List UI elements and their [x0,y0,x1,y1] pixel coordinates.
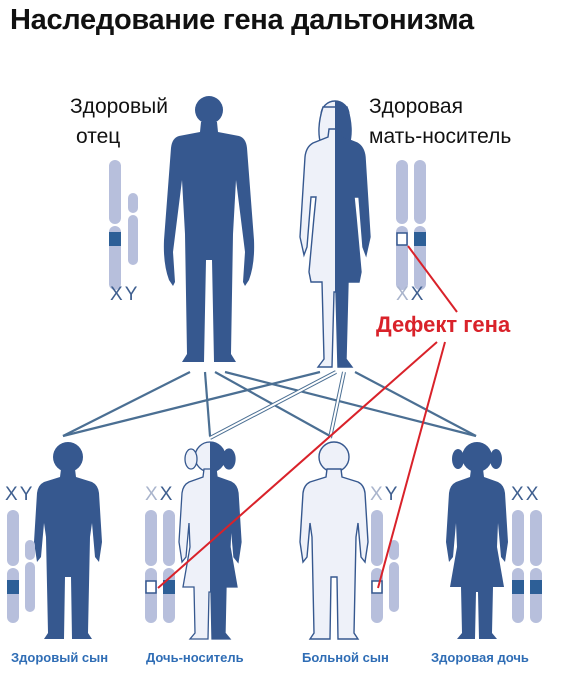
line-father-daughter [224,370,477,438]
child-label-healthy-daughter: Здоровая дочь [431,650,529,665]
page-title: Наследование гена дальтонизма [10,4,474,36]
father-figure [163,96,255,362]
sickson-xy: XY [370,484,400,505]
line-mother-daughter [354,371,477,437]
line-father-son [62,371,191,437]
child-healthy-son-figure [34,442,102,639]
sickson-defect-marker [371,580,383,594]
father-xy: XY [110,284,140,305]
father-label-line1: Здоровый [70,95,168,118]
child-healthy-daughter-figure [446,442,508,639]
mother-defect-marker [396,232,408,246]
defect-lines-white [209,370,346,440]
mother-figure [299,100,371,368]
line-father-carrier [203,371,212,437]
defect-label: Дефект гена [376,312,511,337]
child-label-sick-son: Больной сын [302,650,389,665]
son1-xy: XY [5,484,35,505]
defect-pointer-lines [157,245,458,589]
mother-chromosomes [396,160,426,290]
daughter2-xx: XX [511,484,541,505]
child-label-healthy-son: Здоровый сын [11,650,109,665]
carrier-chromosomes [145,510,175,623]
father-chromosomes [109,160,138,290]
father-label: Здоровый отец [70,92,168,152]
line-mother-son [62,370,321,438]
father-label-line2: отец [76,125,121,148]
mother-label-line2: мать-носитель [369,125,512,148]
mother-label: Здоровая мать-носитель [369,92,511,152]
son1-chromosomes [7,510,35,623]
daughter2-chromosomes [512,510,542,623]
inheritance-lines [62,370,477,438]
sickson-chromosomes [371,510,399,623]
carrier-defect-marker [145,580,157,594]
child-sick-son-figure [299,441,369,640]
carrier-xx: XX [145,484,175,505]
child-label-carrier-daughter: Дочь-носитель [146,650,244,665]
mother-label-line1: Здоровая [369,95,463,118]
child-carrier-daughter-figure [178,441,242,640]
mother-xx: XX [396,284,426,305]
